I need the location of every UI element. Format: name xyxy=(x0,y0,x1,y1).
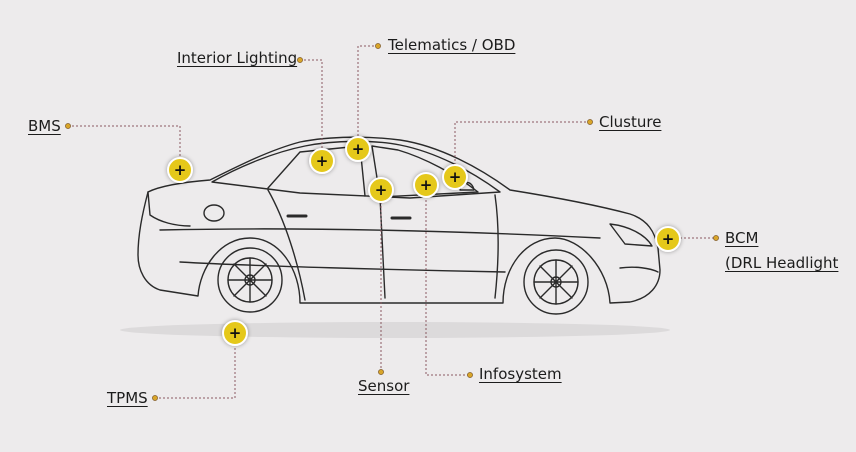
dot-tpms xyxy=(152,395,158,401)
label-tpms[interactable]: TPMS xyxy=(107,389,148,407)
leader-tpms xyxy=(155,332,236,399)
plus-icon: + xyxy=(374,180,388,199)
label-bms[interactable]: BMS xyxy=(28,117,61,135)
label-clusture[interactable]: Clusture xyxy=(599,113,662,131)
plus-icon: + xyxy=(351,139,365,158)
connector-dots xyxy=(65,43,719,401)
label-sensor[interactable]: Sensor xyxy=(358,377,410,395)
label-infosystem[interactable]: Infosystem xyxy=(479,365,562,383)
plus-icon: + xyxy=(228,323,242,342)
hotspot-bcm[interactable]: + xyxy=(655,226,681,252)
label-bcm-detail[interactable]: (DRL Headlight xyxy=(725,254,839,272)
dot-sensor xyxy=(378,369,384,375)
leader-clusture xyxy=(454,121,590,174)
dot-interior-lighting xyxy=(297,57,303,63)
label-interior-lighting[interactable]: Interior Lighting xyxy=(177,49,298,67)
plus-icon: + xyxy=(315,151,329,170)
hotspot-clusture[interactable]: + xyxy=(442,164,468,190)
leader-interior-lighting xyxy=(300,59,323,158)
hotspot-telematics[interactable]: + xyxy=(345,136,371,162)
leader-lines xyxy=(68,45,716,399)
dot-bms xyxy=(65,123,71,129)
leader-infosystem xyxy=(425,184,470,376)
plus-icon: + xyxy=(661,229,675,248)
hotspot-infosystem[interactable]: + xyxy=(413,172,439,198)
plus-icon: + xyxy=(173,160,187,179)
dot-telematics xyxy=(375,43,381,49)
hotspot-sensor[interactable]: + xyxy=(368,177,394,203)
dot-bcm xyxy=(713,235,719,241)
dot-clusture xyxy=(587,119,593,125)
plus-icon: + xyxy=(448,167,462,186)
hotspot-bms[interactable]: + xyxy=(167,157,193,183)
label-telematics[interactable]: Telematics / OBD xyxy=(388,36,516,54)
car-outline xyxy=(137,136,661,315)
label-bcm[interactable]: BCM xyxy=(725,229,759,247)
dot-infosystem xyxy=(467,372,473,378)
ground-shadow xyxy=(120,322,670,338)
hotspot-interior-lighting[interactable]: + xyxy=(309,148,335,174)
hotspot-tpms[interactable]: + xyxy=(222,320,248,346)
plus-icon: + xyxy=(419,175,433,194)
leader-bms xyxy=(68,125,181,168)
leader-telematics xyxy=(357,45,378,146)
